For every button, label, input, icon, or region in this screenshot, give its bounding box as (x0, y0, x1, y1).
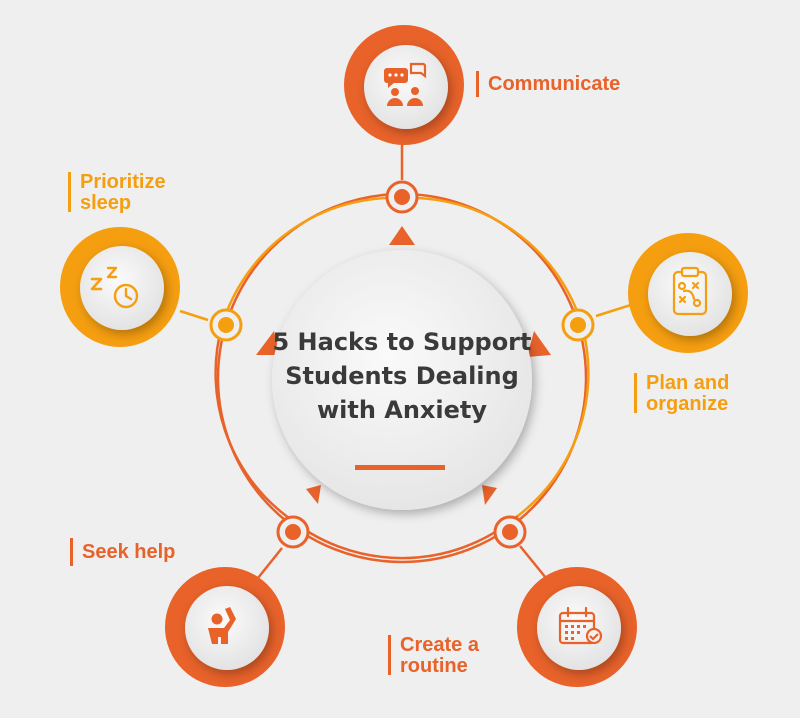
hack-label-text: Communicate (488, 73, 621, 95)
pointer-triangle-4 (306, 485, 321, 504)
pointer-triangle-1 (389, 226, 415, 245)
calendar-check-icon (558, 606, 603, 645)
hack-label-plan: Plan and organize (634, 373, 774, 415)
title-underline (355, 465, 445, 470)
sleep-clock-icon (90, 266, 139, 309)
pointer-triangle-2 (527, 331, 551, 357)
outer-arc-2 (516, 324, 590, 517)
outer-arc-1 (401, 196, 584, 326)
connector-3 (519, 545, 547, 579)
hack-circle-communicate (344, 25, 464, 145)
ring-node-3 (493, 515, 527, 549)
hack-label-text: Plan and organize (646, 372, 730, 415)
ring-node-2 (561, 308, 595, 342)
connector-5 (179, 309, 209, 322)
ring-node-1 (385, 180, 419, 214)
hack-label-text: Seek help (82, 541, 176, 563)
outer-arc-4 (214, 324, 288, 517)
strategy-clipboard-icon (672, 266, 708, 316)
pointer-triangle-5 (256, 331, 280, 355)
hack-label-routine: Create a routine (388, 635, 518, 677)
hack-label-sleep: Prioritize sleep (68, 172, 208, 214)
chat-people-icon (384, 62, 427, 106)
ring-node-5 (209, 308, 243, 342)
hack-label-text: Prioritize sleep (80, 171, 166, 214)
hack-label-text: Create a routine (400, 634, 479, 677)
ring-node-4 (276, 515, 310, 549)
raised-hand-person-icon (208, 607, 236, 644)
pointer-triangle-3 (482, 485, 497, 505)
diagram-title: 5 Hacks to Support Students Dealing with… (272, 328, 532, 424)
hack-label-communicate: Communicate (476, 71, 621, 97)
outer-arc-3 (285, 515, 519, 560)
connector-4 (257, 547, 283, 579)
outer-arc-5 (220, 196, 403, 326)
hack-circle-plan (628, 233, 748, 353)
hack-label-seek-help: Seek help (70, 538, 176, 566)
center-circle (272, 250, 532, 510)
